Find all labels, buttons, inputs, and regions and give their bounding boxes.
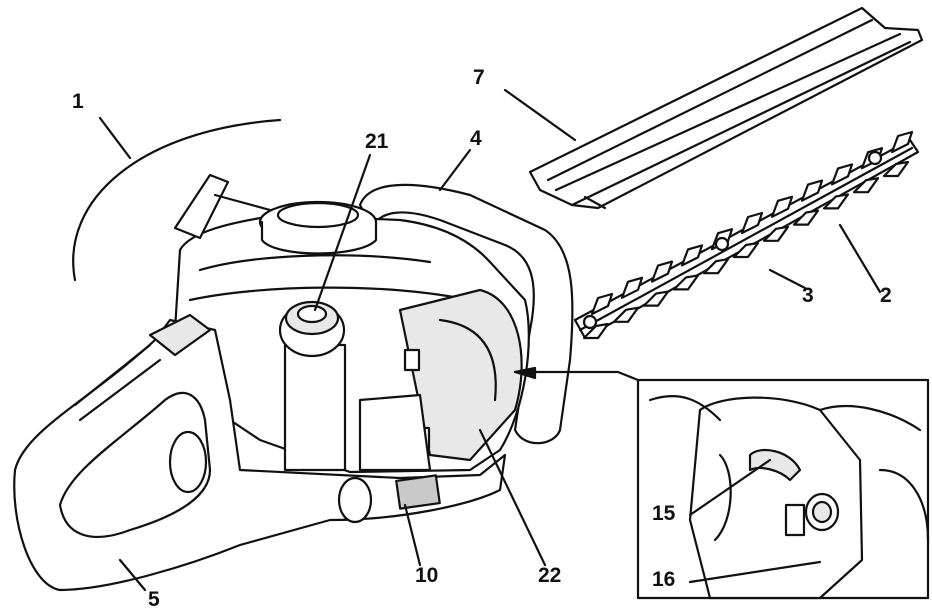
blade-cover bbox=[528, 6, 924, 210]
front-handle bbox=[358, 183, 574, 445]
blade-tooth-upper bbox=[770, 195, 794, 218]
blade-tooth-upper bbox=[800, 179, 824, 202]
label-7: 7 bbox=[473, 66, 485, 89]
label-15: 15 bbox=[652, 502, 676, 525]
blade-tooth-upper bbox=[620, 276, 644, 299]
blade-tooth-lower bbox=[612, 306, 640, 323]
blade-tooth-lower bbox=[642, 290, 670, 307]
detail-inset bbox=[513, 366, 930, 600]
rear-handle bbox=[13, 313, 507, 592]
leader-lines bbox=[98, 88, 882, 592]
label-5: 5 bbox=[148, 588, 160, 611]
tank-cap-top bbox=[258, 200, 378, 255]
blade-tooth-lower bbox=[732, 241, 760, 259]
blade-tooth-upper bbox=[590, 292, 614, 316]
blade-tooth-lower bbox=[582, 322, 610, 340]
starter-grip bbox=[173, 173, 272, 240]
label-21: 21 bbox=[365, 130, 389, 153]
label-1: 1 bbox=[72, 90, 84, 113]
cutting-blade bbox=[573, 130, 920, 340]
blade-tooth-upper bbox=[680, 244, 704, 267]
label-3: 3 bbox=[802, 284, 814, 307]
label-2: 2 bbox=[880, 284, 892, 307]
blade-tooth-lower bbox=[762, 225, 790, 242]
label-4: 4 bbox=[470, 127, 482, 150]
label-10: 10 bbox=[415, 564, 438, 587]
blade-tooth-upper bbox=[890, 130, 914, 154]
blade-tooth-lower bbox=[792, 209, 820, 226]
blade-tooth-lower bbox=[822, 193, 850, 210]
label-22: 22 bbox=[538, 564, 561, 587]
fuel-cap bbox=[278, 300, 347, 472]
blade-tooth-upper bbox=[740, 211, 764, 235]
switch-plate bbox=[395, 474, 441, 510]
blade-tooth-lower bbox=[672, 274, 700, 291]
label-16: 16 bbox=[652, 568, 675, 591]
blade-tooth-upper bbox=[650, 260, 674, 283]
blade-tooth-lower bbox=[852, 177, 880, 194]
blade-tooth-lower bbox=[702, 258, 730, 275]
blade-tooth-upper bbox=[830, 163, 854, 186]
blade-tooth-lower bbox=[882, 160, 910, 178]
rotation-arc bbox=[72, 118, 282, 282]
engine-housing bbox=[173, 213, 530, 474]
